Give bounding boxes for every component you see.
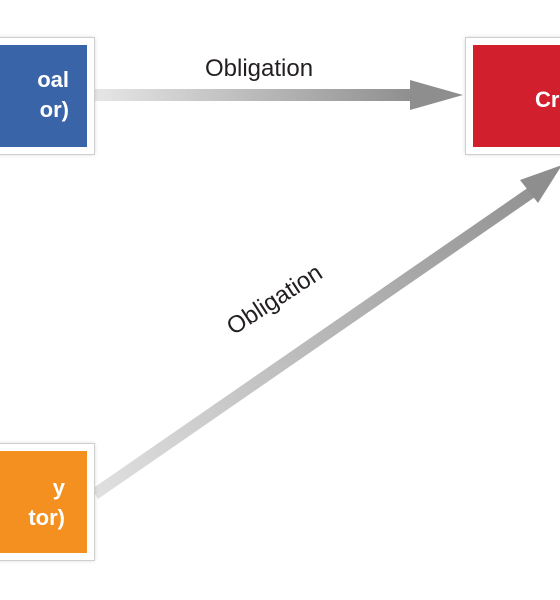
surety-box: y tor) — [0, 443, 95, 561]
principal-debtor-label-line-1: oal — [37, 67, 69, 92]
obligation-label-top: Obligation — [205, 55, 314, 82]
obligation-arrow-diagonal-head — [520, 165, 560, 203]
creditor-label: Cr — [535, 85, 559, 115]
creditor-box: Cr — [465, 37, 560, 155]
principal-debtor-label: oal or) — [37, 65, 69, 125]
obligation-arrow-diagonal — [92, 165, 560, 499]
obligation-arrow-top — [95, 80, 463, 110]
surety-label: y tor) — [28, 473, 65, 533]
obligation-arrow-top-head — [410, 80, 463, 110]
surety-label-line-1: y — [52, 475, 65, 500]
principal-debtor-box: oal or) — [0, 37, 95, 155]
principal-debtor-label-line-2: or) — [39, 97, 69, 122]
obligation-arrow-top-shaft — [95, 89, 415, 101]
creditor-label-line-1: Cr — [535, 87, 560, 112]
surety-label-line-2: tor) — [28, 505, 65, 530]
obligation-arrow-diagonal-shaft — [92, 187, 535, 499]
